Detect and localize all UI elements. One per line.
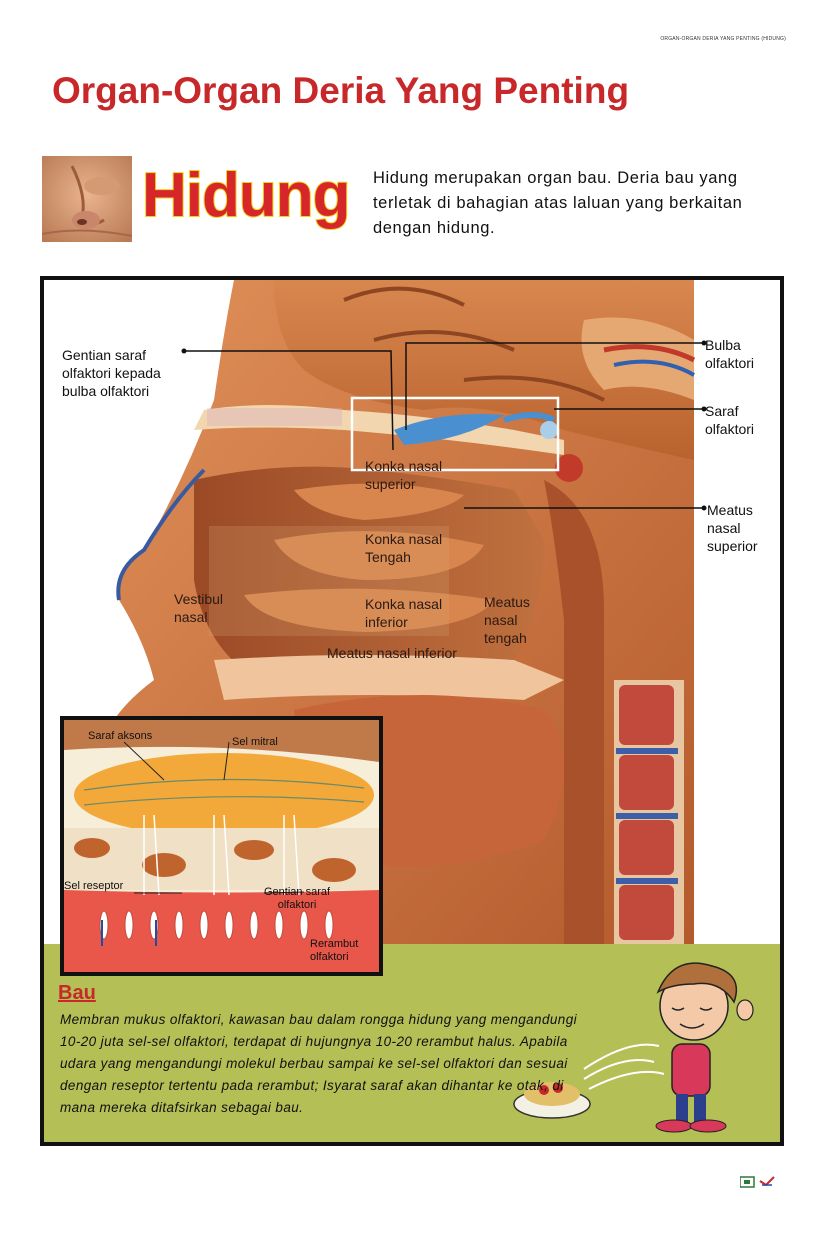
nose-photo <box>42 156 132 242</box>
label-line: Gentian saraf <box>264 886 331 898</box>
label-sel-mitral: Sel mitral <box>232 736 278 748</box>
label-line: olfaktori kepada <box>62 365 161 381</box>
bau-panel <box>44 944 780 1142</box>
label-line: Rerambut <box>310 938 359 950</box>
publisher-logos <box>739 1175 780 1194</box>
label-bulba-olfaktori: Bulba olfaktori <box>705 336 754 372</box>
label-line: olfaktori <box>310 951 349 963</box>
label-line: superior <box>365 476 416 492</box>
olfactory-epithelium-illustration <box>64 720 379 972</box>
bau-text: Membran mukus olfaktori, kawasan bau dal… <box>60 1012 577 1115</box>
label-line: Gentian saraf <box>62 347 147 363</box>
label-line: Konka nasal <box>365 458 443 474</box>
label-line: Vestibul <box>174 591 224 607</box>
label-line: inferior <box>365 614 408 630</box>
label-saraf-aksons: Saraf aksons <box>88 730 153 742</box>
label-line: nasal <box>174 609 208 625</box>
label-konka-inferior: Konka nasal inferior <box>365 595 442 631</box>
label-meatus-superior: Meatus nasal superior <box>707 501 758 555</box>
label-line: superior <box>707 538 758 554</box>
label-saraf-olfaktori: Saraf olfaktori <box>705 402 754 438</box>
label-line: tengah <box>484 630 527 646</box>
corner-note: ORGAN-ORGAN DERIA YANG PENTING (HIDUNG) <box>660 36 786 42</box>
label-line: olfaktori <box>705 355 755 371</box>
label-line: Konka nasal <box>365 596 443 612</box>
olfactory-inset: Saraf aksons Sel mitral Sel reseptor Gen… <box>60 716 383 976</box>
label-gentian-saraf: Gentian saraf olfaktori kepada bulba olf… <box>62 346 161 400</box>
page-title: Organ-Organ Deria Yang Penting <box>52 70 630 111</box>
label-meatus-inferior: Meatus nasal inferior <box>327 645 457 661</box>
intro-text: Hidung merupakan organ bau. Deria bau ya… <box>373 169 743 237</box>
label-line: olfaktori <box>277 899 317 911</box>
label-line: Meatus <box>484 594 530 610</box>
child-smelling-illustration <box>513 962 754 1133</box>
diagram-frame: Gentian saraf olfaktori kepada bulba olf… <box>40 276 784 1146</box>
label-meatus-tengah: Meatus nasal tengah <box>484 593 530 647</box>
section-title: Hidung <box>141 160 351 231</box>
label-vestibul-nasal: Vestibul nasal <box>174 590 223 626</box>
label-line: olfaktori <box>705 421 755 437</box>
label-line: bulba olfaktori <box>62 383 150 399</box>
label-konka-superior: Konka nasal superior <box>365 457 442 493</box>
bau-title: Bau <box>58 982 96 1004</box>
label-line: Saraf <box>705 403 739 419</box>
label-gentian-saraf-inset: Gentian saraf olfaktori <box>264 886 330 912</box>
label-line: nasal <box>484 612 518 628</box>
label-sel-reseptor: Sel reseptor <box>64 880 124 892</box>
label-konka-tengah: Konka nasal Tengah <box>365 530 442 566</box>
label-line: nasal <box>707 520 741 536</box>
logo-icon <box>739 1176 755 1188</box>
label-line: Konka nasal <box>365 531 443 547</box>
label-rerambut: Rerambut olfaktori <box>310 938 358 964</box>
label-line: Meatus <box>707 502 753 518</box>
label-line: Bulba <box>705 337 741 353</box>
label-line: Tengah <box>365 549 411 565</box>
